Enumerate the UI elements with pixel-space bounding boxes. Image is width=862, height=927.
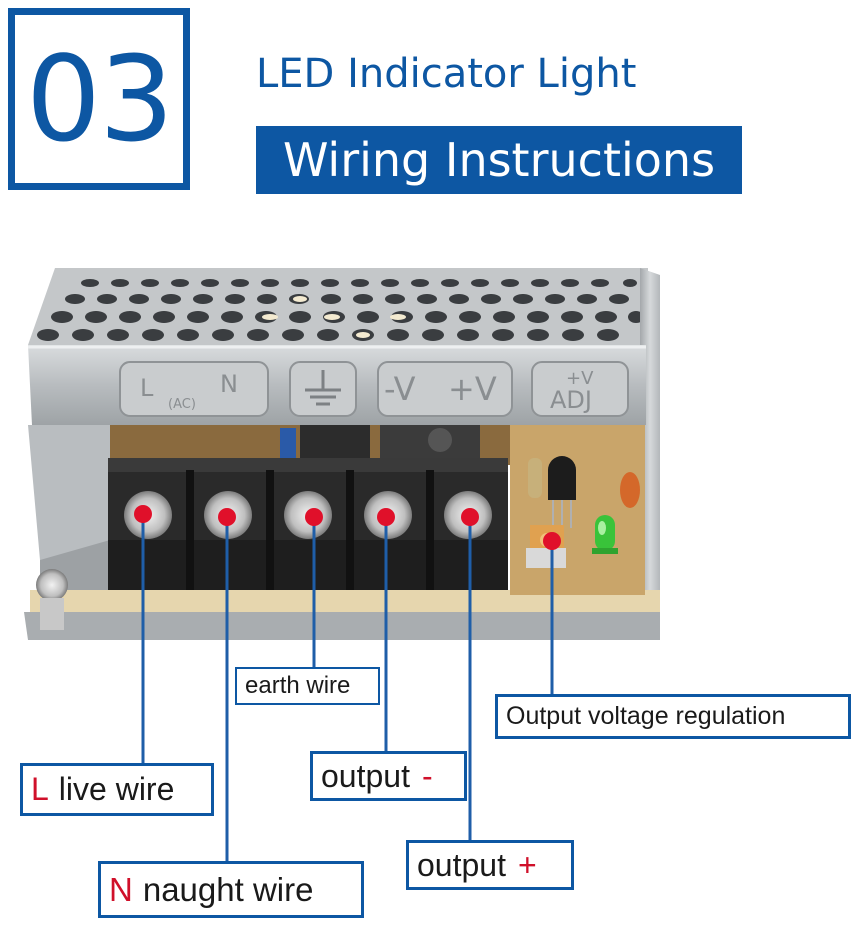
green-led — [592, 515, 618, 554]
section-number: 03 — [25, 30, 174, 168]
terminal-block — [108, 458, 508, 590]
naught-wire-label: N naught wire — [98, 861, 364, 918]
output-negative-label: output - — [310, 751, 467, 801]
label-ac: (AC) — [168, 397, 196, 412]
page-subtitle-banner: Wiring Instructions — [256, 126, 742, 194]
perforated-top-cover — [28, 268, 648, 345]
label-l: L — [140, 374, 154, 402]
live-prefix: L — [31, 771, 49, 807]
earth-wire-label: earth wire — [235, 667, 380, 705]
left-side-panel — [28, 425, 110, 580]
section-number-box: 03 — [8, 8, 190, 190]
label-n: N — [220, 370, 238, 398]
label-adj-top: +V — [566, 368, 594, 389]
label-adj: ADJ — [550, 386, 592, 414]
callout-lines — [141, 514, 554, 862]
output-positive-label: output + — [406, 840, 574, 890]
front-label-plate — [28, 345, 646, 425]
base-plate — [24, 612, 660, 640]
naught-prefix: N — [109, 870, 133, 908]
voltage-regulation-label: Output voltage regulation — [495, 694, 851, 739]
page-title: LED Indicator Light — [256, 51, 637, 97]
ground-symbol-icon — [305, 370, 341, 406]
label-plus-v: +V — [448, 370, 497, 408]
live-wire-label: L live wire — [20, 763, 214, 816]
label-minus-v: -V — [384, 370, 416, 408]
red-markers — [134, 505, 561, 550]
mounting-screw — [36, 569, 68, 630]
